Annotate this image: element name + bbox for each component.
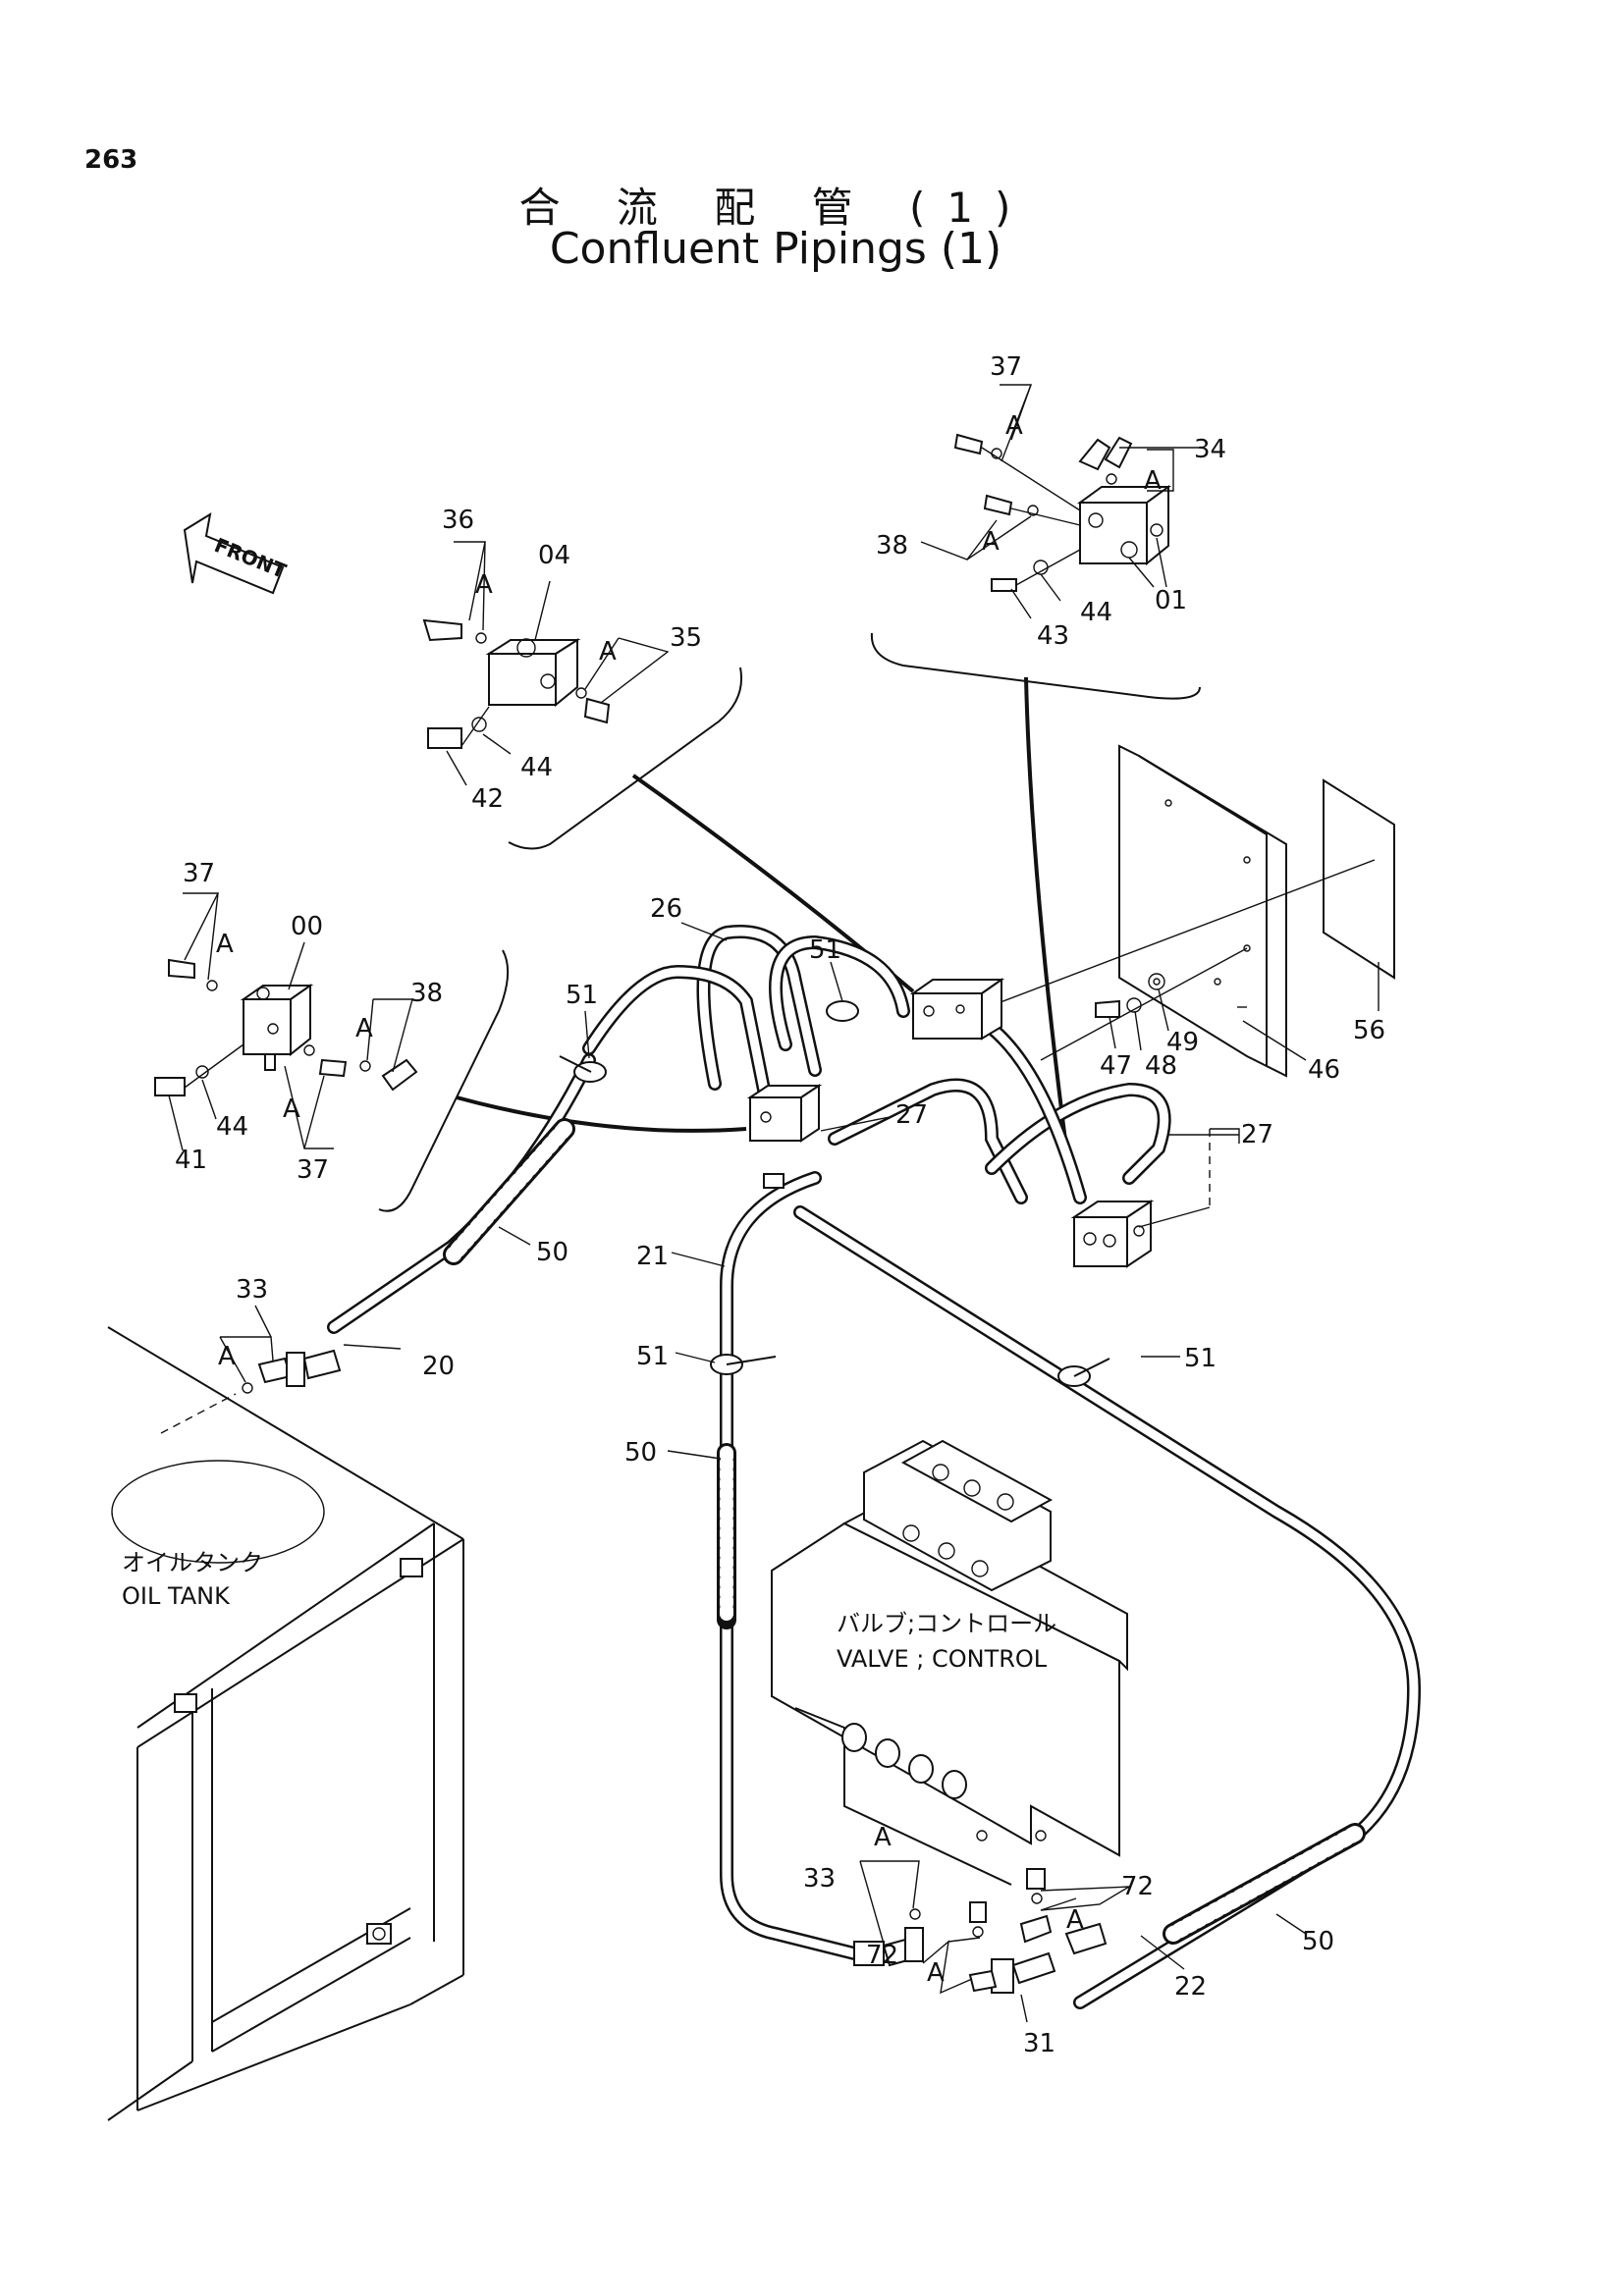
center-callouts: 26 51 51 27 27 50 21 20 51 51 50 <box>343 894 1273 1468</box>
callout-a-35: A <box>599 637 617 667</box>
callout-43: 43 <box>1037 621 1069 651</box>
control-valve: バルブ;コントロール VALVE ; CONTROL <box>771 1439 1128 1886</box>
callout-a-38left: A <box>355 1014 373 1043</box>
callout-36: 36 <box>442 506 474 535</box>
callout-37-top: 37 <box>990 352 1022 382</box>
oil-tank-label-english: OIL TANK <box>122 1582 231 1610</box>
callout-a-34: A <box>1144 466 1162 496</box>
valve-label-japanese: バルブ;コントロール <box>837 1610 1056 1637</box>
callout-a-72a: A <box>1066 1905 1084 1935</box>
callout-48: 48 <box>1145 1051 1177 1081</box>
oil-tank-label-japanese: オイルタンク <box>122 1549 263 1576</box>
callout-56: 56 <box>1353 1016 1385 1045</box>
callout-a-37low: A <box>283 1095 300 1124</box>
callout-35: 35 <box>670 623 702 653</box>
callout-38-left: 38 <box>410 979 443 1008</box>
oil-tank: オイルタンク OIL TANK <box>107 1326 464 2121</box>
callout-04: 04 <box>538 541 570 570</box>
callout-37-left: 37 <box>183 859 215 888</box>
callout-72-b: 72 <box>866 1941 898 1970</box>
callout-38-top: 38 <box>876 531 908 561</box>
callout-37-low: 37 <box>297 1155 329 1185</box>
callout-44-mid: 44 <box>520 753 553 782</box>
callout-51-d: 51 <box>1184 1344 1217 1373</box>
callout-50-a: 50 <box>536 1238 568 1267</box>
callout-50-c: 50 <box>1302 1927 1334 1956</box>
detail-top-right: 37 A 34 A 38 A 01 44 43 <box>870 352 1226 1179</box>
callout-33-a: 33 <box>236 1275 268 1305</box>
callout-42: 42 <box>471 784 504 814</box>
callout-a-72b: A <box>927 1958 945 1988</box>
callout-31: 31 <box>1023 2029 1055 2058</box>
callout-27-a: 27 <box>895 1100 928 1130</box>
page-title-english: Confluent Pipings (1) <box>549 224 1002 274</box>
callout-41: 41 <box>175 1146 207 1175</box>
callout-00: 00 <box>291 912 323 941</box>
callout-34: 34 <box>1194 435 1226 464</box>
hose-routing <box>327 925 1422 2009</box>
callout-51-c: 51 <box>636 1342 669 1371</box>
callout-44-left: 44 <box>216 1112 248 1142</box>
front-arrow-icon: FRONT <box>183 511 290 595</box>
callout-a-37left: A <box>216 930 234 959</box>
bracket-assembly: 47 48 49 46 56 <box>971 744 1395 1085</box>
callout-20: 20 <box>422 1352 455 1381</box>
callout-01: 01 <box>1155 586 1187 615</box>
fitting-33-upper: 33 A <box>218 1275 342 1394</box>
callout-a-33a: A <box>218 1342 236 1371</box>
callout-44-top: 44 <box>1080 598 1112 627</box>
callout-26: 26 <box>650 894 682 924</box>
callout-72-a: 72 <box>1121 1872 1154 1901</box>
callout-22: 22 <box>1174 1972 1207 2002</box>
callout-a-38top: A <box>982 527 1000 557</box>
callout-27-b: 27 <box>1241 1120 1273 1149</box>
callout-33-b: 33 <box>803 1864 836 1894</box>
callout-51-b: 51 <box>566 981 598 1010</box>
callout-51-a: 51 <box>809 935 841 965</box>
callout-46: 46 <box>1308 1055 1340 1085</box>
detail-left: 37 A 00 38 A 44 41 A 37 <box>154 859 747 1212</box>
callout-a-36: A <box>475 570 493 600</box>
page-number: 263 <box>84 145 138 175</box>
callout-21: 21 <box>636 1242 669 1271</box>
callout-47: 47 <box>1100 1051 1132 1081</box>
callout-50-b: 50 <box>624 1438 657 1468</box>
callout-a-top37: A <box>1005 411 1023 441</box>
valve-label-english: VALVE ; CONTROL <box>837 1645 1048 1673</box>
center-blocks <box>746 978 1211 1268</box>
callout-a-33b: A <box>874 1823 892 1852</box>
page-title-japanese: 合 流 配 管 (1) <box>518 184 1033 232</box>
bottom-fittings: 33 A 72 A 72 A 31 22 50 <box>803 1823 1334 2058</box>
callout-49: 49 <box>1166 1028 1199 1057</box>
